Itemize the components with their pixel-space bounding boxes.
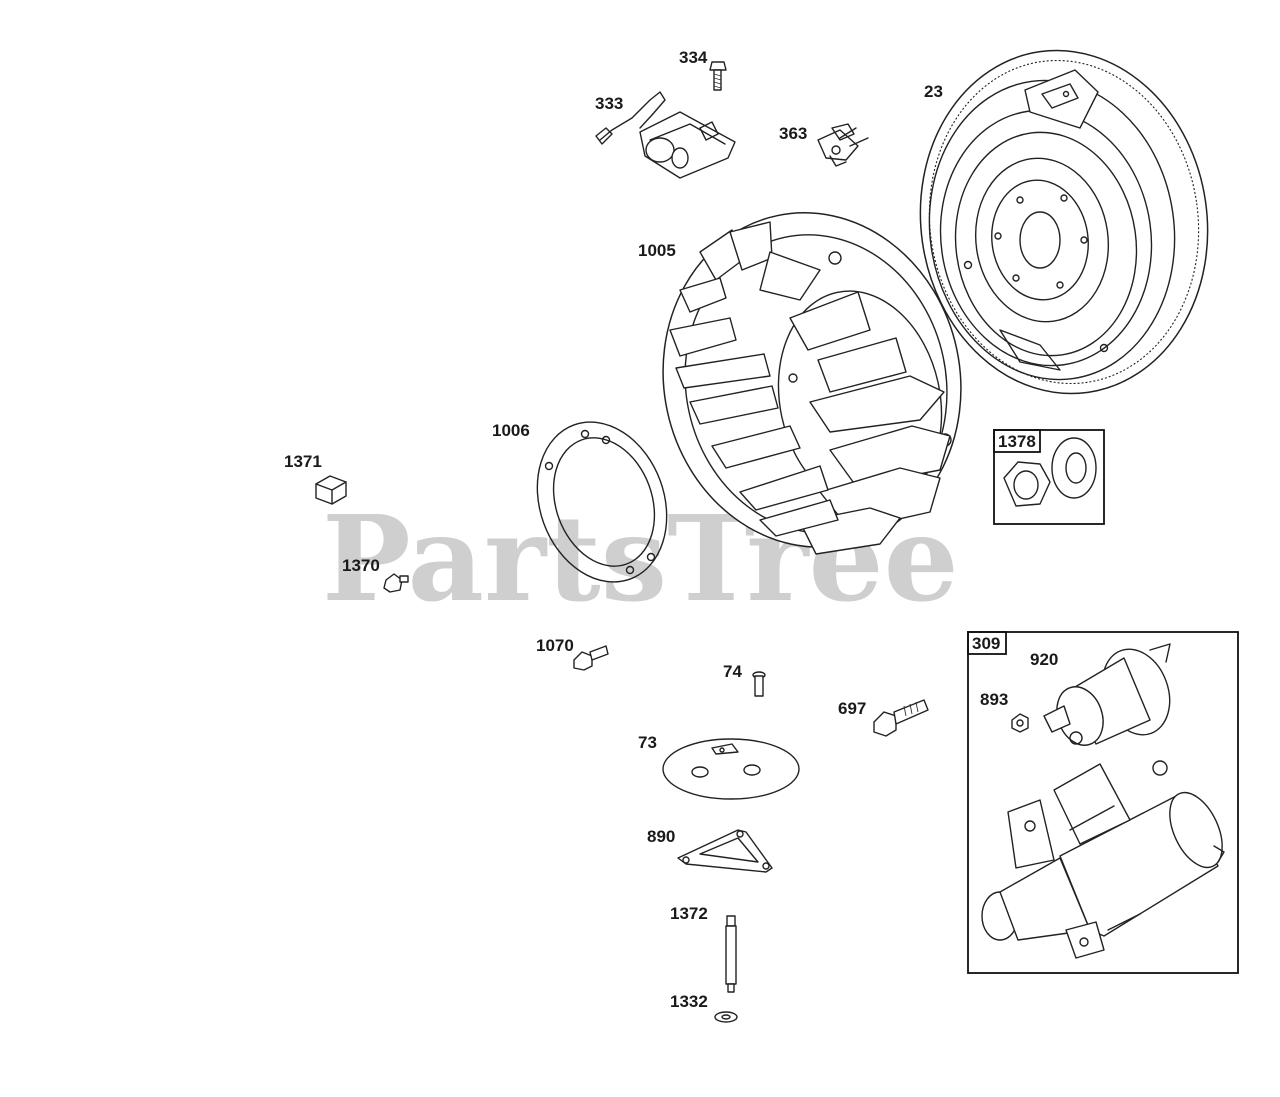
label-309: 309 — [972, 634, 1000, 653]
label-363: 363 — [779, 124, 807, 143]
bolt-1070[interactable] — [573, 645, 609, 671]
starter-motor-309[interactable] — [967, 631, 1239, 974]
label-697: 697 — [838, 699, 866, 718]
label-1006: 1006 — [492, 421, 530, 440]
label-74: 74 — [723, 662, 742, 681]
terminal-363[interactable] — [817, 123, 869, 167]
label-1332: 1332 — [670, 992, 708, 1011]
bracket-890[interactable] — [677, 829, 773, 873]
label-73: 73 — [638, 733, 657, 752]
pin-74[interactable] — [752, 671, 766, 697]
label-1372: 1372 — [670, 904, 708, 923]
label-1378: 1378 — [998, 432, 1036, 451]
label-890: 890 — [647, 827, 675, 846]
ignition-armature-333[interactable] — [595, 91, 736, 179]
label-1005: 1005 — [638, 241, 676, 260]
stud-1372[interactable] — [725, 915, 737, 993]
bolt-697[interactable] — [873, 699, 929, 737]
screen-disc-73[interactable] — [662, 738, 800, 800]
bolt-1370[interactable] — [383, 573, 409, 593]
label-1371: 1371 — [284, 452, 322, 471]
solenoid-920[interactable] — [1043, 640, 1181, 752]
gasket-ring-1006[interactable] — [516, 404, 689, 601]
label-23: 23 — [924, 82, 943, 101]
nut-893[interactable] — [1011, 713, 1029, 733]
screw-334[interactable] — [709, 61, 727, 91]
label-893: 893 — [980, 690, 1008, 709]
label-333: 333 — [595, 94, 623, 113]
washer-1332[interactable] — [714, 1011, 738, 1023]
cooling-fan-1005[interactable] — [632, 185, 991, 575]
label-1370: 1370 — [342, 556, 380, 575]
spacer-1371[interactable] — [315, 475, 347, 505]
label-334: 334 — [679, 48, 708, 67]
flywheel-ring-gear[interactable] — [898, 32, 1229, 412]
label-920: 920 — [1030, 650, 1058, 669]
label-1070: 1070 — [536, 636, 574, 655]
nut-washer-kit-1378[interactable] — [993, 429, 1105, 525]
